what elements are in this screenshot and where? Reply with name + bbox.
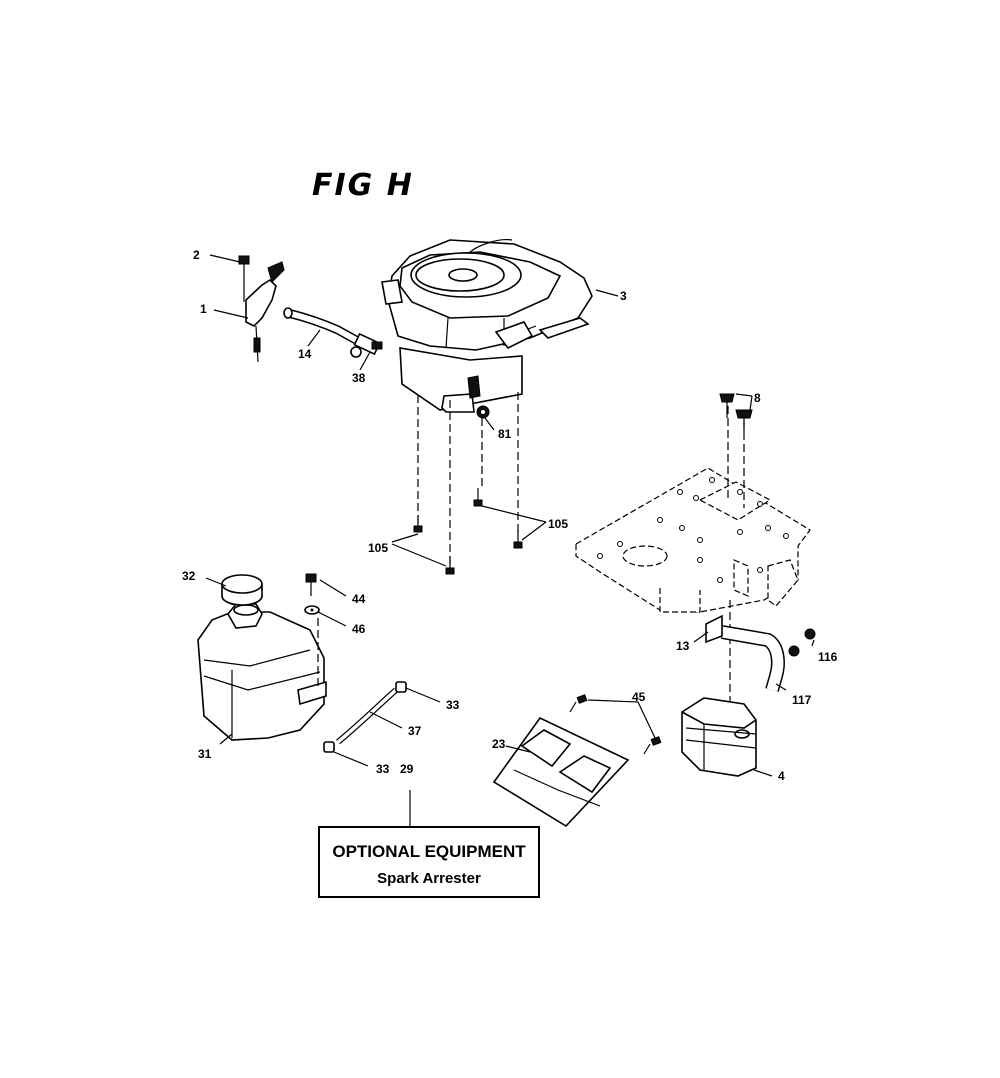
label-29: 29 <box>400 762 414 776</box>
gasket-part-13 <box>705 614 723 644</box>
part-labels: 2 1 14 38 3 81 8 105 105 32 44 46 13 116… <box>182 248 838 783</box>
fuel-tank-part <box>197 603 327 741</box>
fuel-filter-part <box>350 332 383 358</box>
label-44: 44 <box>352 592 366 606</box>
chassis-frame-part <box>575 467 811 613</box>
throttle-control-part <box>245 261 285 363</box>
figure-title: FIG H <box>312 168 414 203</box>
exhaust-pipe-part <box>720 625 785 692</box>
bolt-part-8 <box>719 393 753 432</box>
spark-arrester-screen-part <box>492 716 630 828</box>
label-37: 37 <box>408 724 422 738</box>
label-2: 2 <box>193 248 200 262</box>
label-45: 45 <box>632 690 646 704</box>
label-13: 13 <box>676 639 690 653</box>
washer-part-46 <box>304 605 320 615</box>
nut-part-116 <box>788 628 816 657</box>
fuel-cap-part <box>221 574 263 606</box>
engine-part <box>381 239 593 413</box>
optional-equipment-title: OPTIONAL EQUIPMENT <box>332 842 526 861</box>
label-105-left: 105 <box>368 541 388 555</box>
label-117: 117 <box>792 693 812 707</box>
label-31: 31 <box>198 747 212 761</box>
label-32: 32 <box>182 569 196 583</box>
screw-part-2 <box>238 255 250 302</box>
label-8: 8 <box>754 391 761 405</box>
label-116: 116 <box>818 650 838 664</box>
label-105-right: 105 <box>548 517 568 531</box>
fuel-line-part <box>283 307 359 344</box>
bolt-part-105 <box>413 488 523 575</box>
optional-equipment-item: Spark Arrester <box>377 870 481 887</box>
nut-part-81 <box>476 405 490 419</box>
label-4: 4 <box>778 769 785 783</box>
clamp-part-33 <box>323 681 407 753</box>
optional-equipment-box: OPTIONAL EQUIPMENT Spark Arrester <box>318 826 540 898</box>
label-46: 46 <box>352 622 366 636</box>
label-33-upper: 33 <box>446 698 460 712</box>
label-33-lower: 33 <box>376 762 390 776</box>
muffler-part <box>681 697 757 777</box>
label-14: 14 <box>298 347 312 361</box>
label-81: 81 <box>498 427 512 441</box>
label-38: 38 <box>352 371 366 385</box>
label-1: 1 <box>200 302 207 316</box>
leader-lines <box>205 254 815 826</box>
label-3: 3 <box>620 289 627 303</box>
label-23: 23 <box>492 737 506 751</box>
screw-part-44 <box>305 573 317 596</box>
screw-part-45 <box>569 694 662 755</box>
fuel-line-part-37 <box>336 687 398 745</box>
